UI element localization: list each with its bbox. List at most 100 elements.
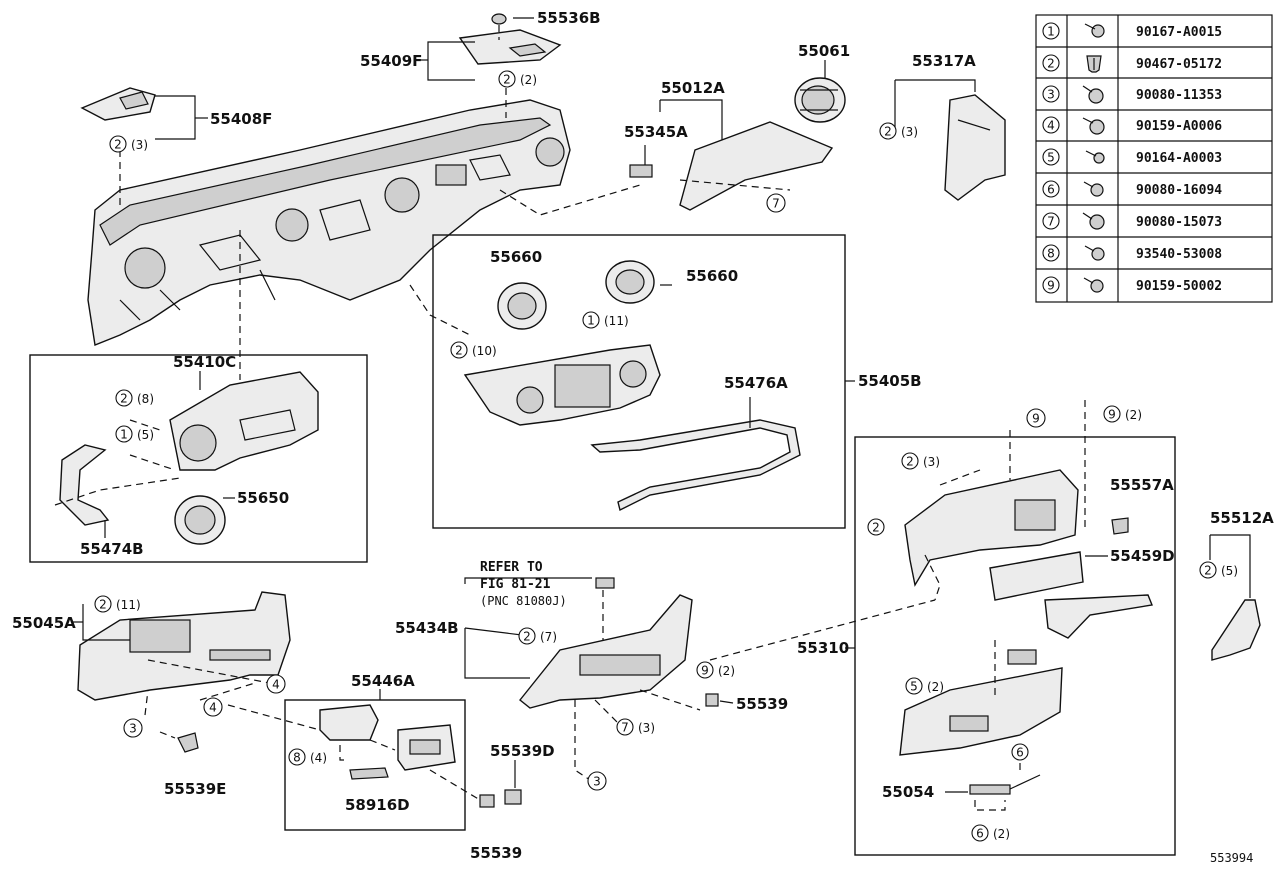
vent-55660-right <box>605 260 655 304</box>
svg-text:(2): (2) <box>520 73 537 87</box>
callout: 2 (5) <box>1199 561 1238 579</box>
callout: 6 (2) <box>971 824 1010 842</box>
svg-text:5: 5 <box>910 680 918 694</box>
row-number: 6 <box>1047 183 1055 197</box>
svg-text:9: 9 <box>1032 412 1040 426</box>
part-label: 55446A <box>351 672 415 690</box>
callout: 9 (2) <box>1103 405 1142 423</box>
side-panel-illustration <box>944 94 1006 201</box>
svg-text:1: 1 <box>587 314 595 328</box>
screw-icon <box>1082 117 1105 135</box>
screw-icon <box>1084 245 1105 261</box>
svg-text:(3): (3) <box>131 138 148 152</box>
callout: 6 <box>1011 743 1029 761</box>
bolt-icon <box>1083 181 1104 197</box>
part-number: 93540-53008 <box>1136 247 1222 262</box>
callout: 2 (2) <box>498 70 537 88</box>
glove-box-group-box <box>854 436 1176 856</box>
svg-text:2: 2 <box>523 630 531 644</box>
svg-text:(3): (3) <box>901 125 918 139</box>
switch-55539D <box>504 789 522 805</box>
part-label: 55045A <box>12 614 76 632</box>
svg-text:(5): (5) <box>137 428 154 442</box>
callout: 2 (7) <box>518 627 557 645</box>
part-labels: 55536B 55409F 55408F 55061 55317A 55012A… <box>12 9 1274 862</box>
svg-text:2: 2 <box>884 125 892 139</box>
refer-note: REFER TO FIG 81-21 (PNC 81080J) <box>480 560 567 608</box>
callout: 2 (3) <box>879 122 918 140</box>
callout: 7 (3) <box>616 718 655 736</box>
svg-text:1: 1 <box>120 428 128 442</box>
instrument-panel-illustration <box>87 99 571 346</box>
svg-text:(10): (10) <box>472 344 497 358</box>
svg-text:(11): (11) <box>116 598 141 612</box>
svg-text:6: 6 <box>976 827 984 841</box>
part-label: 55012A <box>661 79 725 97</box>
part-number: 90159-A0006 <box>1136 119 1222 134</box>
part-label: 55434B <box>395 619 459 637</box>
svg-text:(4): (4) <box>310 751 327 765</box>
switch-base-group-box <box>284 699 466 831</box>
svg-text:2: 2 <box>99 598 107 612</box>
svg-text:2: 2 <box>455 344 463 358</box>
row-number: 1 <box>1047 25 1055 39</box>
part-label: 55557A <box>1110 476 1174 494</box>
part-number: 90159-50002 <box>1136 279 1222 294</box>
svg-text:4: 4 <box>209 701 217 715</box>
row-number: 9 <box>1047 279 1055 293</box>
refer-line-2: FIG 81-21 <box>480 577 551 592</box>
diagram-id: 553994 <box>1210 851 1253 865</box>
cluster-group-box <box>29 354 368 563</box>
refer-line-1: REFER TO <box>480 560 543 575</box>
svg-text:7: 7 <box>621 721 629 735</box>
callout: 9 <box>1026 408 1046 428</box>
dashed-guides <box>54 25 1086 811</box>
round-vent-illustration <box>794 77 846 123</box>
part-number: 90080-16094 <box>1136 183 1222 198</box>
part-label: 55410C <box>173 353 236 371</box>
center-cluster-panel <box>463 344 661 426</box>
callout: 3 <box>123 718 143 738</box>
table-row: 2 90467-05172 <box>1042 54 1222 73</box>
part-label: 55539D <box>490 742 555 760</box>
glove-box-upper <box>904 469 1079 587</box>
callout: 2 (11) <box>94 595 141 613</box>
bolt-icon <box>1082 212 1105 230</box>
leader-lines <box>73 17 1251 793</box>
trim-strip-55476A <box>590 419 801 512</box>
part-number: 90467-05172 <box>1136 57 1222 72</box>
part-label: 55317A <box>912 52 976 70</box>
defroster-illustration <box>458 13 562 65</box>
svg-text:6: 6 <box>1016 746 1024 760</box>
callouts: 2 (2) 2 (3) 2 (3) 7 1 (11) 2 (10) <box>94 70 1238 842</box>
part-number: 90080-15073 <box>1136 215 1222 230</box>
screw-icon <box>1084 23 1105 38</box>
lower-panel-illustration <box>629 121 834 211</box>
callout: 3 <box>587 771 607 791</box>
bracket-illustration <box>319 704 456 780</box>
part-label: 55405B <box>858 372 922 390</box>
svg-text:(3): (3) <box>923 455 940 469</box>
part-label: 55536B <box>537 9 601 27</box>
svg-text:3: 3 <box>593 775 601 789</box>
callout: 5 (2) <box>905 677 944 695</box>
part-label: 55409F <box>360 52 422 70</box>
callout: 4 <box>203 697 223 717</box>
callout: 1 (5) <box>115 425 154 443</box>
svg-text:(2): (2) <box>993 827 1010 841</box>
part-number: 90080-11353 <box>1136 88 1222 103</box>
callout: 8 (4) <box>288 748 327 766</box>
svg-text:(8): (8) <box>137 392 154 406</box>
callout: 2 <box>867 518 885 536</box>
damper-55054 <box>969 774 1041 795</box>
row-number: 3 <box>1047 88 1055 102</box>
part-number: 90164-A0003 <box>1136 151 1222 166</box>
callout: 7 <box>766 193 786 213</box>
svg-text:2: 2 <box>906 455 914 469</box>
part-label: 55650 <box>237 489 289 507</box>
part-label: 55539 <box>470 844 522 862</box>
part-label: 55512A <box>1210 509 1274 527</box>
svg-text:8: 8 <box>293 751 301 765</box>
table-row: 4 90159-A0006 <box>1042 116 1222 135</box>
